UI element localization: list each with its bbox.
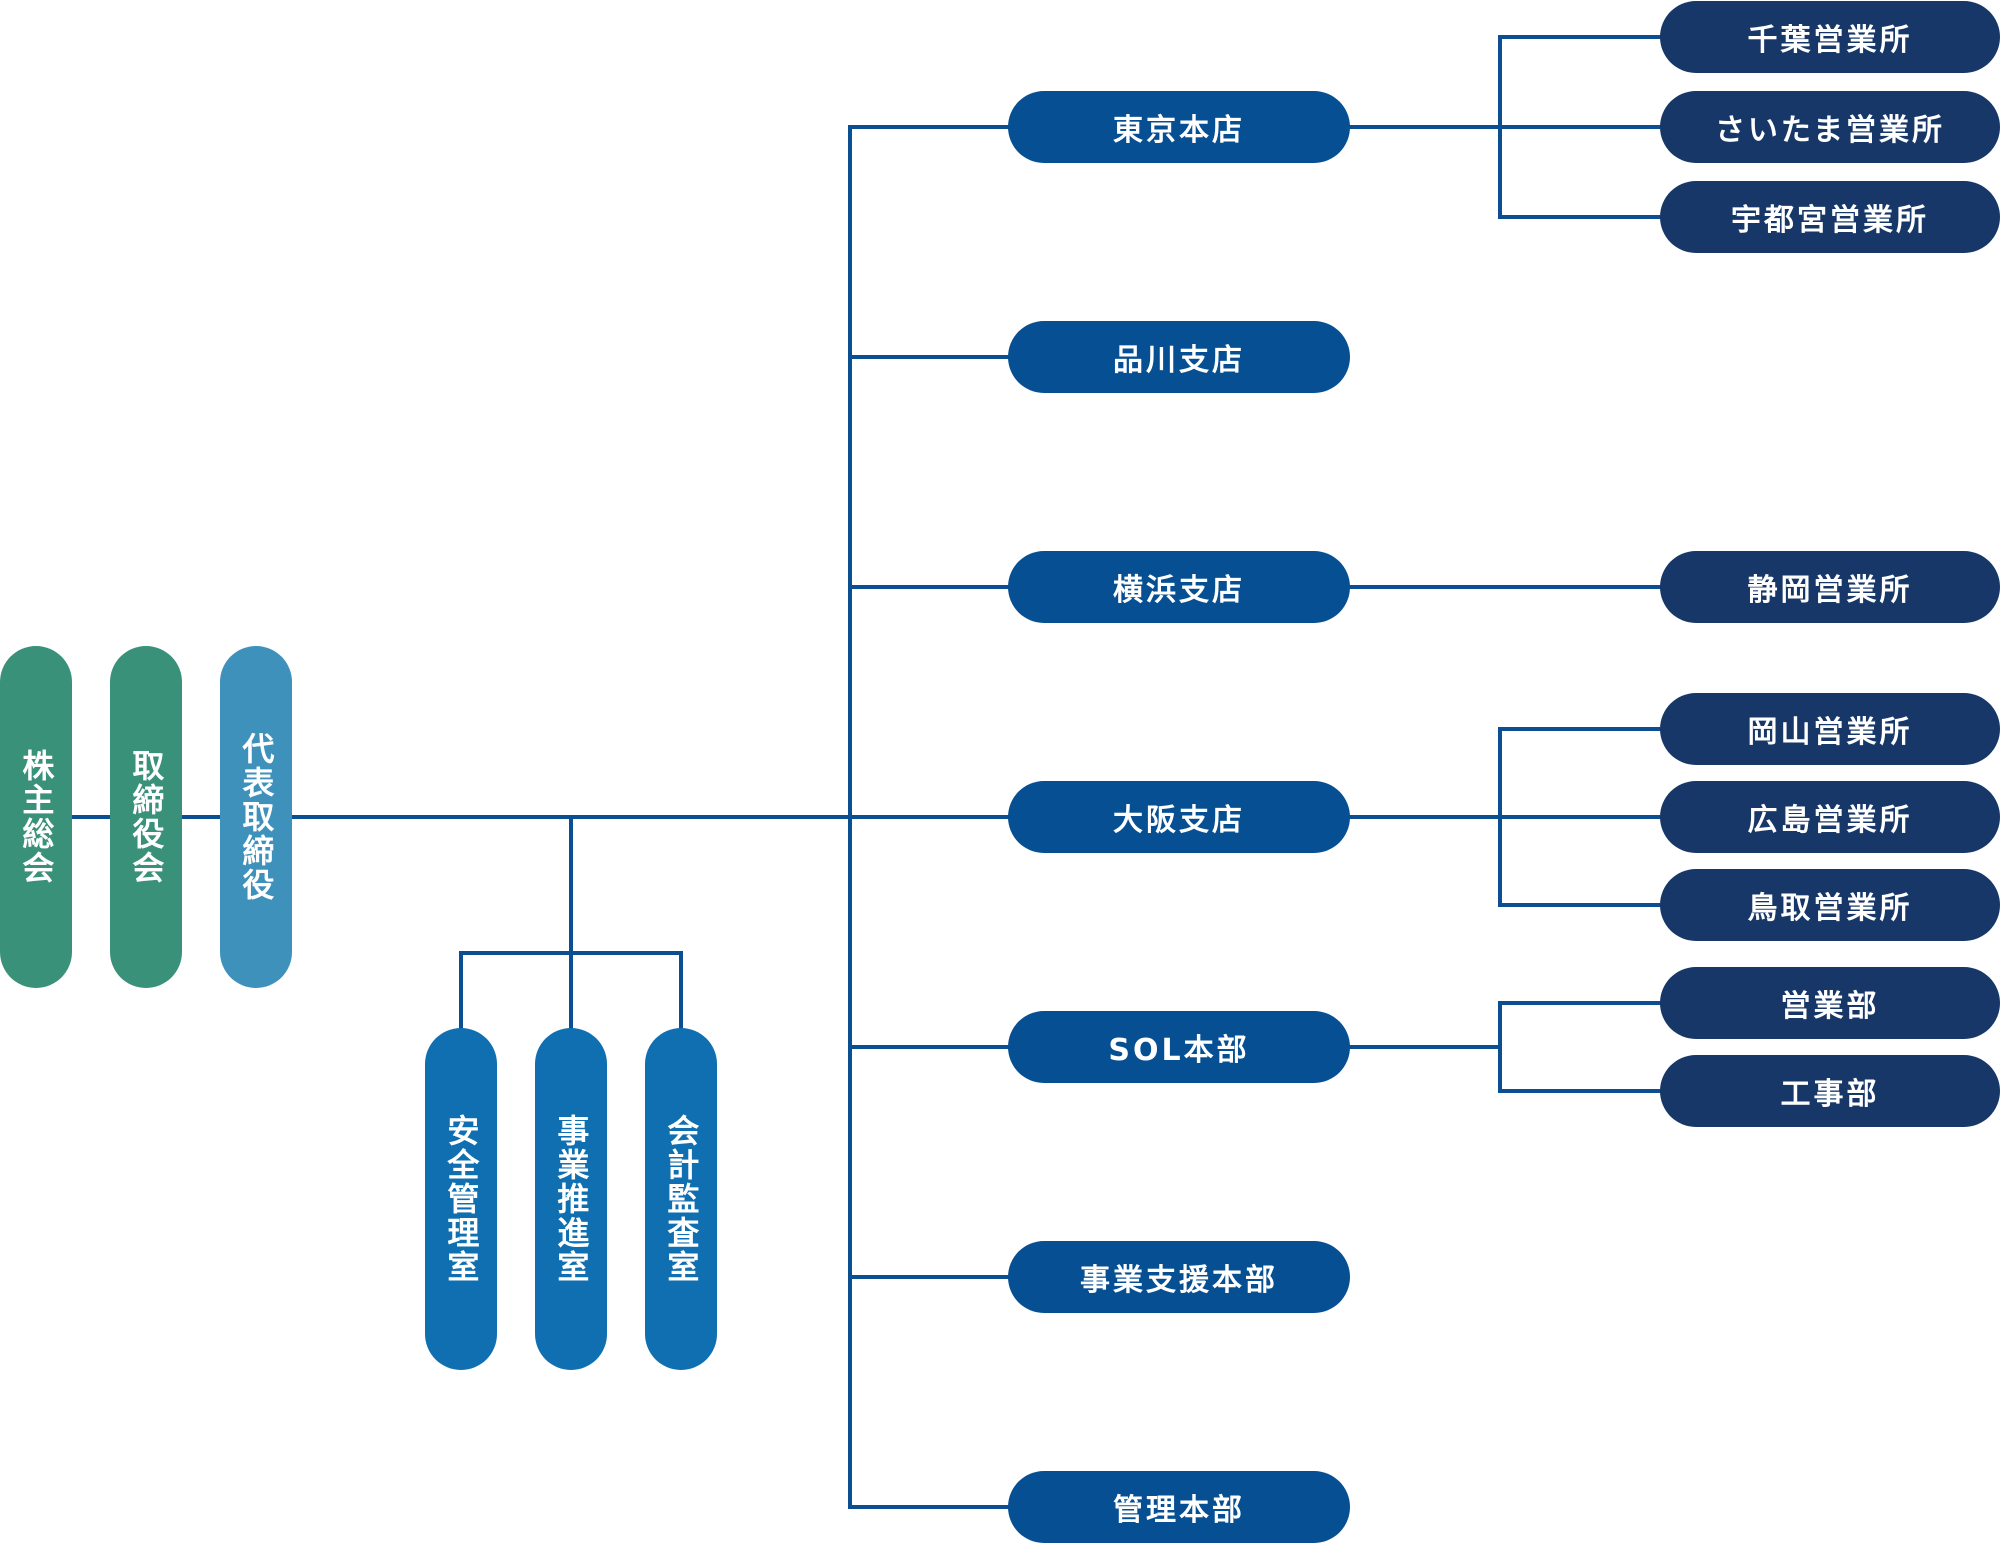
node-osaka-branch: 大阪支店 [1008,781,1350,853]
node-representative-director: 代表取締役 [220,646,292,988]
node-sol-division: SOL本部 [1008,1011,1350,1083]
node-tottori-office: 鳥取営業所 [1660,869,2000,941]
node-administration-division: 管理本部 [1008,1471,1350,1543]
node-utsunomiya-office: 宇都宮営業所 [1660,181,2000,253]
node-saitama-office: さいたま営業所 [1660,91,2000,163]
node-business-support-division: 事業支援本部 [1008,1241,1350,1313]
node-shareholders-meeting: 株主総会 [0,646,72,988]
node-tokyo-head-office: 東京本店 [1008,91,1350,163]
node-business-promotion-office: 事業推進室 [535,1028,607,1370]
node-okayama-office: 岡山営業所 [1660,693,2000,765]
node-accounting-audit-office: 会計監査室 [645,1028,717,1370]
node-sales-department: 営業部 [1660,967,2000,1039]
node-construction-department: 工事部 [1660,1055,2000,1127]
node-safety-management-office: 安全管理室 [425,1028,497,1370]
node-chiba-office: 千葉営業所 [1660,1,2000,73]
node-shinagawa-branch: 品川支店 [1008,321,1350,393]
node-board-of-directors: 取締役会 [110,646,182,988]
node-shizuoka-office: 静岡営業所 [1660,551,2000,623]
node-yokohama-branch: 横浜支店 [1008,551,1350,623]
node-hiroshima-office: 広島営業所 [1660,781,2000,853]
